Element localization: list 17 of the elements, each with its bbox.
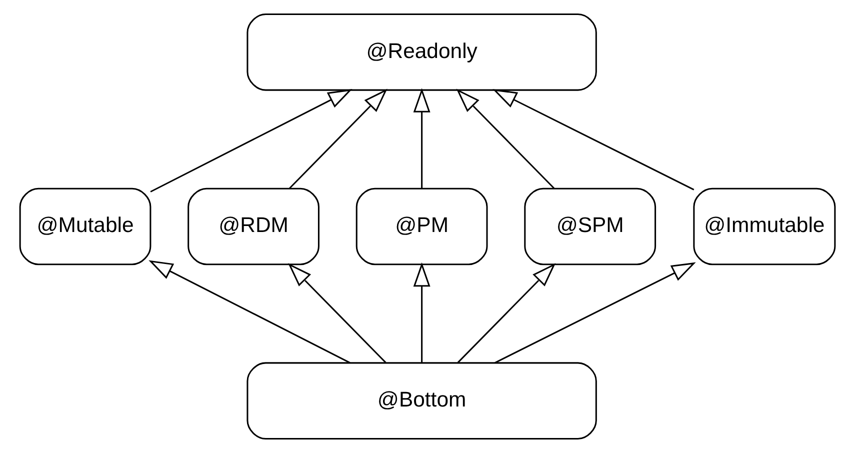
arrow [287,263,386,364]
node-box: @RDM [187,188,319,266]
arrow [494,262,696,364]
arrow [148,260,350,364]
arrow [456,263,556,364]
node-box: @Immutable [692,188,836,266]
node-box: @Mutable [18,188,151,266]
arrow [456,88,554,189]
node-box: @Readonly [246,14,596,91]
arrow [492,89,694,190]
arrow [412,88,430,188]
node-box: @Bottom [246,362,596,440]
arrow [150,89,352,192]
arrow [412,262,430,363]
node-box: @SPM [524,188,656,266]
node-box: @PM [355,188,488,266]
arrow [288,88,387,189]
